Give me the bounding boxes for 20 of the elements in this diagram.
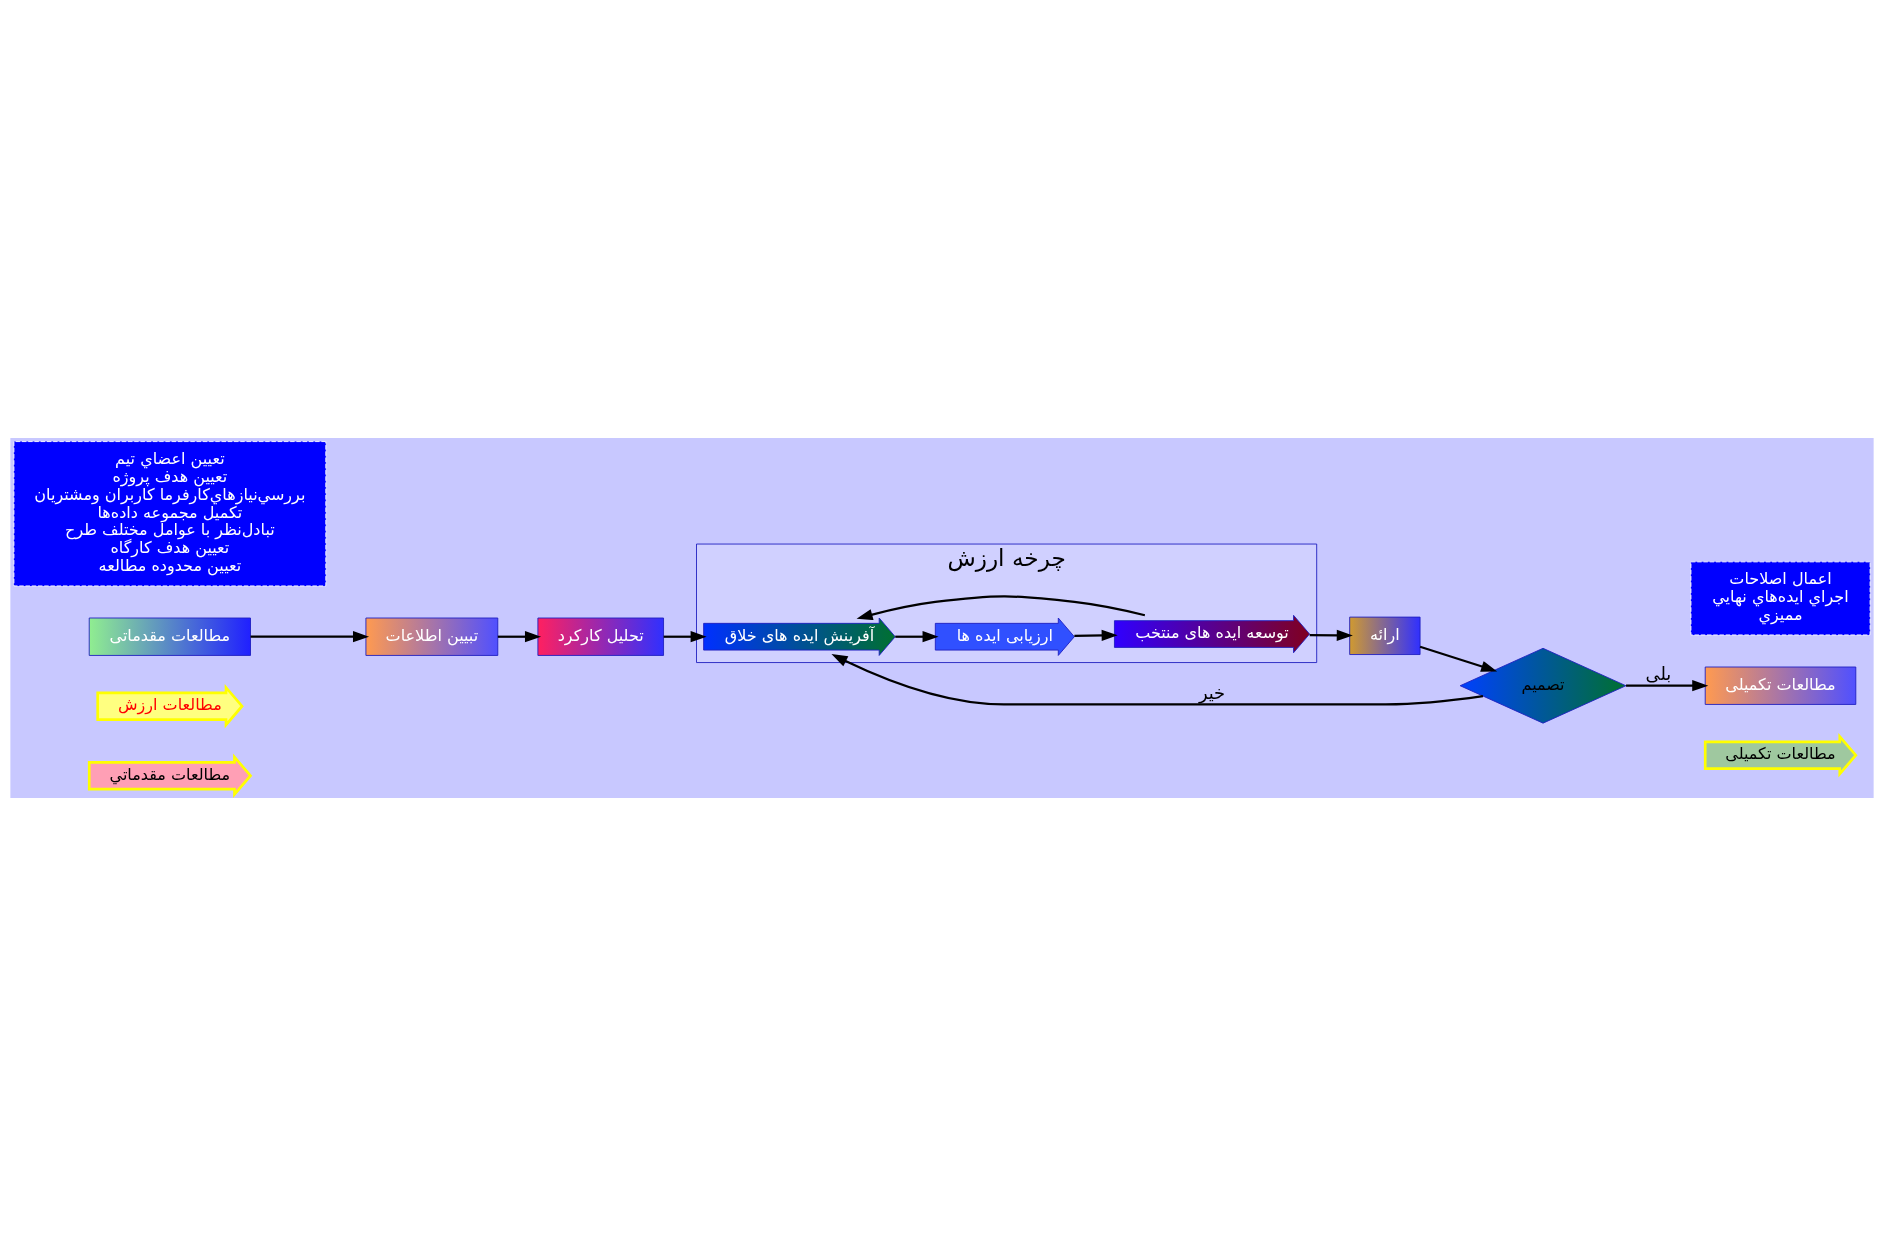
arrow [831,654,1484,706]
arrow [1074,629,1118,642]
node-box: اعمال اصلاحات اجراي ايده‌هاي نهايي مميزي [1690,561,1871,636]
arrow [497,631,542,643]
node-box: مطالعات تکمیلی [1704,666,1857,705]
edge-label: خیر [1198,682,1226,704]
arrow [1309,629,1353,641]
arrow [895,631,939,643]
arrow [856,595,1146,621]
node-box: تعيين اعضاي تيم تعيين هدف پروژه بررسي‌نيازهاي‌کارفرما کاربران ومشتريان تکميل مجموعه داده‌ها تبادل‌نظر با عوامل مختلف طرح تعيين هدف کارگاه تعيين محدوده مطالعه [13,441,327,587]
node-box: تحلیل کارکرد [537,617,664,656]
node-box: تبیین اطلاعات [365,617,499,656]
arrow [1419,645,1498,672]
edge-label: بلی [1645,663,1672,685]
arrow [1626,680,1709,692]
arrow [250,631,370,643]
node-box: مطالعات مقدماتی [88,617,251,656]
arrow [663,631,707,643]
node-diamond: تصمیم [1459,647,1627,724]
node-box: ارائه [1349,616,1421,655]
